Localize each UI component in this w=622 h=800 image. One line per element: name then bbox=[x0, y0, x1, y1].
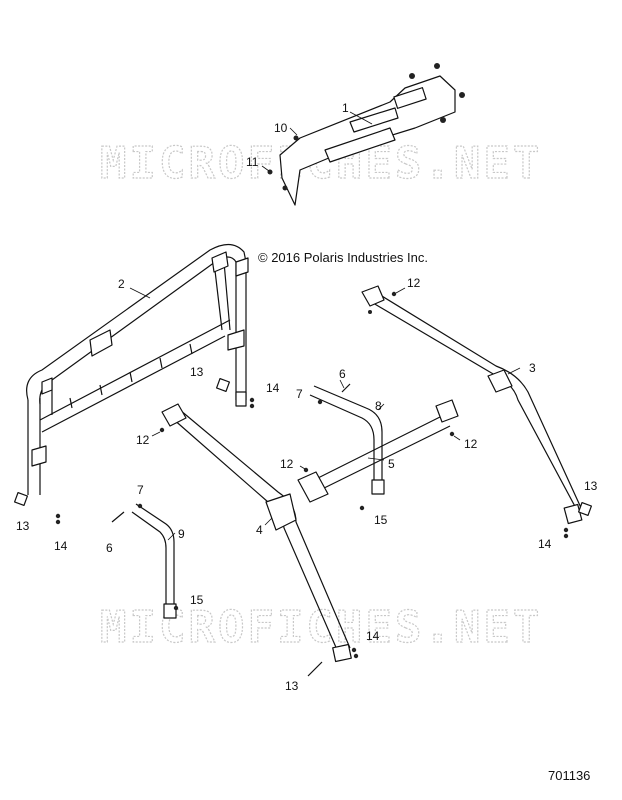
document-number: 701136 bbox=[548, 768, 590, 783]
callout-7-b: 7 bbox=[137, 483, 144, 497]
part-9-grab-handle bbox=[131, 503, 177, 619]
part-5-cross-brace bbox=[297, 399, 459, 503]
callout-6-b: 6 bbox=[106, 541, 113, 555]
callout-5: 5 bbox=[388, 457, 395, 471]
callout-8: 8 bbox=[375, 399, 382, 413]
callout-14-b: 14 bbox=[54, 539, 68, 553]
callouts: 1 2 3 4 5 6 6 7 7 8 9 10 11 12 12 12 12 … bbox=[16, 101, 598, 693]
callout-2: 2 bbox=[118, 277, 125, 291]
callout-12-b: 12 bbox=[136, 433, 150, 447]
callout-4: 4 bbox=[256, 523, 263, 537]
callout-14-d: 14 bbox=[366, 629, 380, 643]
callout-6-a: 6 bbox=[339, 367, 346, 381]
callout-12-d: 12 bbox=[464, 437, 478, 451]
callout-3: 3 bbox=[529, 361, 536, 375]
callout-1: 1 bbox=[342, 101, 349, 115]
callout-15-a: 15 bbox=[374, 513, 388, 527]
callout-14-a: 14 bbox=[266, 381, 280, 395]
callout-13-a: 13 bbox=[190, 365, 204, 379]
callout-7-a: 7 bbox=[296, 387, 303, 401]
leader-lines bbox=[129, 111, 521, 541]
copyright-notice: © 2016 Polaris Industries Inc. bbox=[258, 250, 428, 265]
part-8-grab-handle bbox=[309, 385, 385, 495]
callout-12-c: 12 bbox=[280, 457, 294, 471]
part-4-left-rear-support bbox=[161, 403, 352, 663]
callout-15-b: 15 bbox=[190, 593, 204, 607]
callout-9: 9 bbox=[178, 527, 185, 541]
hardware bbox=[13, 291, 593, 677]
part-2-front-cage bbox=[26, 243, 249, 495]
callout-10: 10 bbox=[274, 121, 288, 135]
callout-12-a: 12 bbox=[407, 276, 421, 290]
callout-11: 11 bbox=[246, 155, 259, 169]
callout-13-c: 13 bbox=[584, 479, 598, 493]
callout-13-d: 13 bbox=[285, 679, 299, 693]
callout-14-c: 14 bbox=[538, 537, 552, 551]
callout-13-b: 13 bbox=[16, 519, 30, 533]
part-3-right-rear-support bbox=[361, 285, 583, 525]
